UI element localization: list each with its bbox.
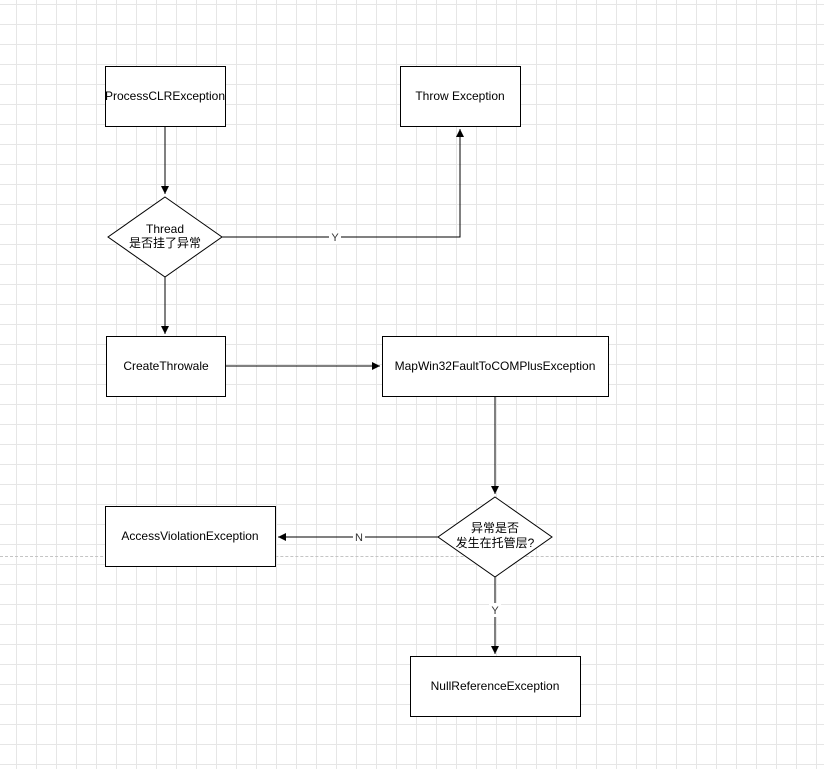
edge-decision-thread-to-throw <box>222 129 464 238</box>
edge-label-bg <box>353 530 365 544</box>
node-label-line-1: Thread <box>146 222 184 236</box>
edge-labels: Y N Y <box>329 230 501 617</box>
edge-label-bg <box>489 603 501 617</box>
node-label-line-2: 发生在托管层? <box>456 535 535 550</box>
node-label: MapWin32FaultToCOMPlusException <box>395 359 596 373</box>
node-label-line-1: 异常是否 <box>471 521 519 535</box>
edge-label-bg <box>329 230 341 244</box>
node-label: AccessViolationException <box>121 529 258 543</box>
node-null-reference[interactable]: NullReferenceException <box>410 656 581 717</box>
edge-label-managed-no: N <box>355 532 363 544</box>
node-map-win32-fault[interactable]: MapWin32FaultToCOMPlusException <box>382 336 609 397</box>
node-throw-exception[interactable]: Throw Exception <box>400 66 521 127</box>
edge-label-thread-yes: Y <box>331 232 339 244</box>
edges <box>161 127 499 654</box>
node-create-throwable[interactable]: CreateThrowale <box>106 336 226 397</box>
node-label: CreateThrowale <box>123 359 209 373</box>
node-decision-thread[interactable]: Thread 是否挂了异常 <box>107 196 223 278</box>
node-label: NullReferenceException <box>431 679 560 693</box>
node-decision-managed[interactable]: 异常是否 发生在托管层? <box>437 496 553 578</box>
node-access-violation[interactable]: AccessViolationException <box>105 506 276 567</box>
node-process-clr-exception[interactable]: ProcessCLRException <box>105 66 226 127</box>
node-label-line-2: 是否挂了异常 <box>129 236 201 250</box>
node-label: Throw Exception <box>415 89 504 103</box>
edge-label-managed-yes: Y <box>491 605 499 617</box>
node-label: ProcessCLRException <box>105 89 225 103</box>
page-break-line <box>0 556 824 557</box>
